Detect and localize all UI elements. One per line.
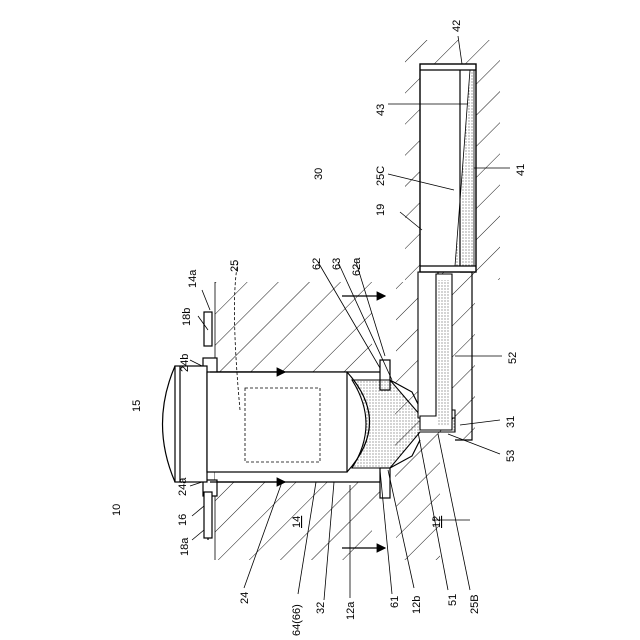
label-25B: 25B (469, 594, 481, 614)
label-12a: 12a (345, 601, 357, 620)
label-18b: 18b (181, 308, 193, 326)
label-18a: 18a (179, 537, 191, 556)
label-16: 16 (177, 514, 189, 526)
label-30: 30 (313, 168, 325, 180)
label-51: 51 (447, 594, 459, 606)
label-12b: 12b (411, 596, 423, 614)
label-43: 43 (375, 104, 387, 116)
label-61: 61 (389, 596, 401, 608)
label-10: 10 (111, 504, 123, 516)
label-14: 14 (291, 516, 303, 528)
label-63: 63 (331, 258, 343, 270)
label-32: 32 (315, 602, 327, 614)
label-62a: 62a (351, 257, 363, 276)
label-62: 62 (311, 258, 323, 270)
label-14a: 14a (187, 269, 199, 288)
label-12: 12 (431, 516, 443, 528)
label-24a: 24a (177, 477, 189, 496)
label-53: 53 (505, 450, 517, 462)
label-42: 42 (451, 20, 463, 32)
label-15: 15 (131, 400, 143, 412)
label-24: 24 (239, 592, 251, 604)
label-25C: 25C (375, 166, 387, 186)
label-41: 41 (515, 164, 527, 176)
label-24b: 24b (179, 354, 191, 372)
label-52: 52 (507, 352, 519, 364)
label-64-66: 64(66) (291, 604, 303, 636)
label-19: 19 (375, 204, 387, 216)
label-31: 31 (505, 416, 517, 428)
label-25: 25 (229, 260, 241, 272)
tank (420, 64, 476, 272)
